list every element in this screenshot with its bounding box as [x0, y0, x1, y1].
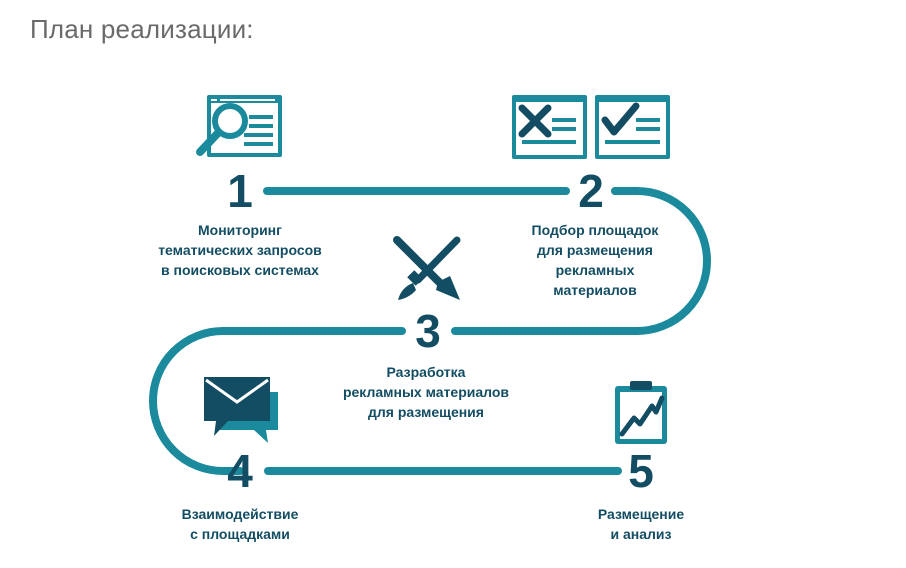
- page-title: План реализации:: [30, 14, 254, 44]
- step-2-label: Подбор площадок для размещения рекламных…: [475, 220, 715, 300]
- step-2-label-line: рекламных: [555, 262, 635, 278]
- step-1-label-line: в поисковых системах: [161, 262, 319, 278]
- step-1-label-line: тематических запросов: [158, 242, 322, 258]
- process-path: [149, 187, 711, 475]
- step-2-label-line: Подбор площадок: [531, 222, 659, 238]
- reject-approve-forms-icon: [512, 95, 670, 159]
- step-4-number: 4: [227, 445, 253, 497]
- step-1-label: Мониторинг тематических запросов в поиск…: [110, 220, 370, 280]
- search-document-icon: [196, 95, 282, 157]
- brush-pen-icon: [393, 236, 461, 300]
- step-4-label: Взаимодействие с площадками: [120, 504, 360, 544]
- step-1-label-line: Мониторинг: [198, 222, 282, 238]
- connector-2-3: [451, 187, 711, 335]
- step-3-label-line: Разработка: [386, 364, 466, 380]
- step-5-label: Размещение и анализ: [541, 504, 741, 544]
- connector-3-4: [149, 327, 406, 475]
- step-3-label-line: для размещения: [368, 404, 484, 420]
- step-1-number: 1: [227, 165, 253, 217]
- step-3-number: 3: [415, 305, 441, 357]
- step-4-label-line: Взаимодействие: [181, 506, 299, 522]
- envelope-chat-icon: [204, 377, 278, 443]
- step-2-label-line: материалов: [553, 282, 637, 298]
- step-3-label-line: рекламных материалов: [342, 384, 510, 400]
- step-2-label-line: для размещения: [537, 242, 653, 258]
- step-5-number: 5: [628, 445, 654, 497]
- growth-clipboard-icon: [615, 381, 667, 444]
- step-2-number: 2: [578, 165, 604, 217]
- step-5-label-line: Размещение: [597, 506, 685, 522]
- step-3-label: Разработка рекламных материалов для разм…: [296, 362, 556, 422]
- step-4-label-line: с площадками: [190, 526, 290, 542]
- step-5-label-line: и анализ: [610, 526, 672, 542]
